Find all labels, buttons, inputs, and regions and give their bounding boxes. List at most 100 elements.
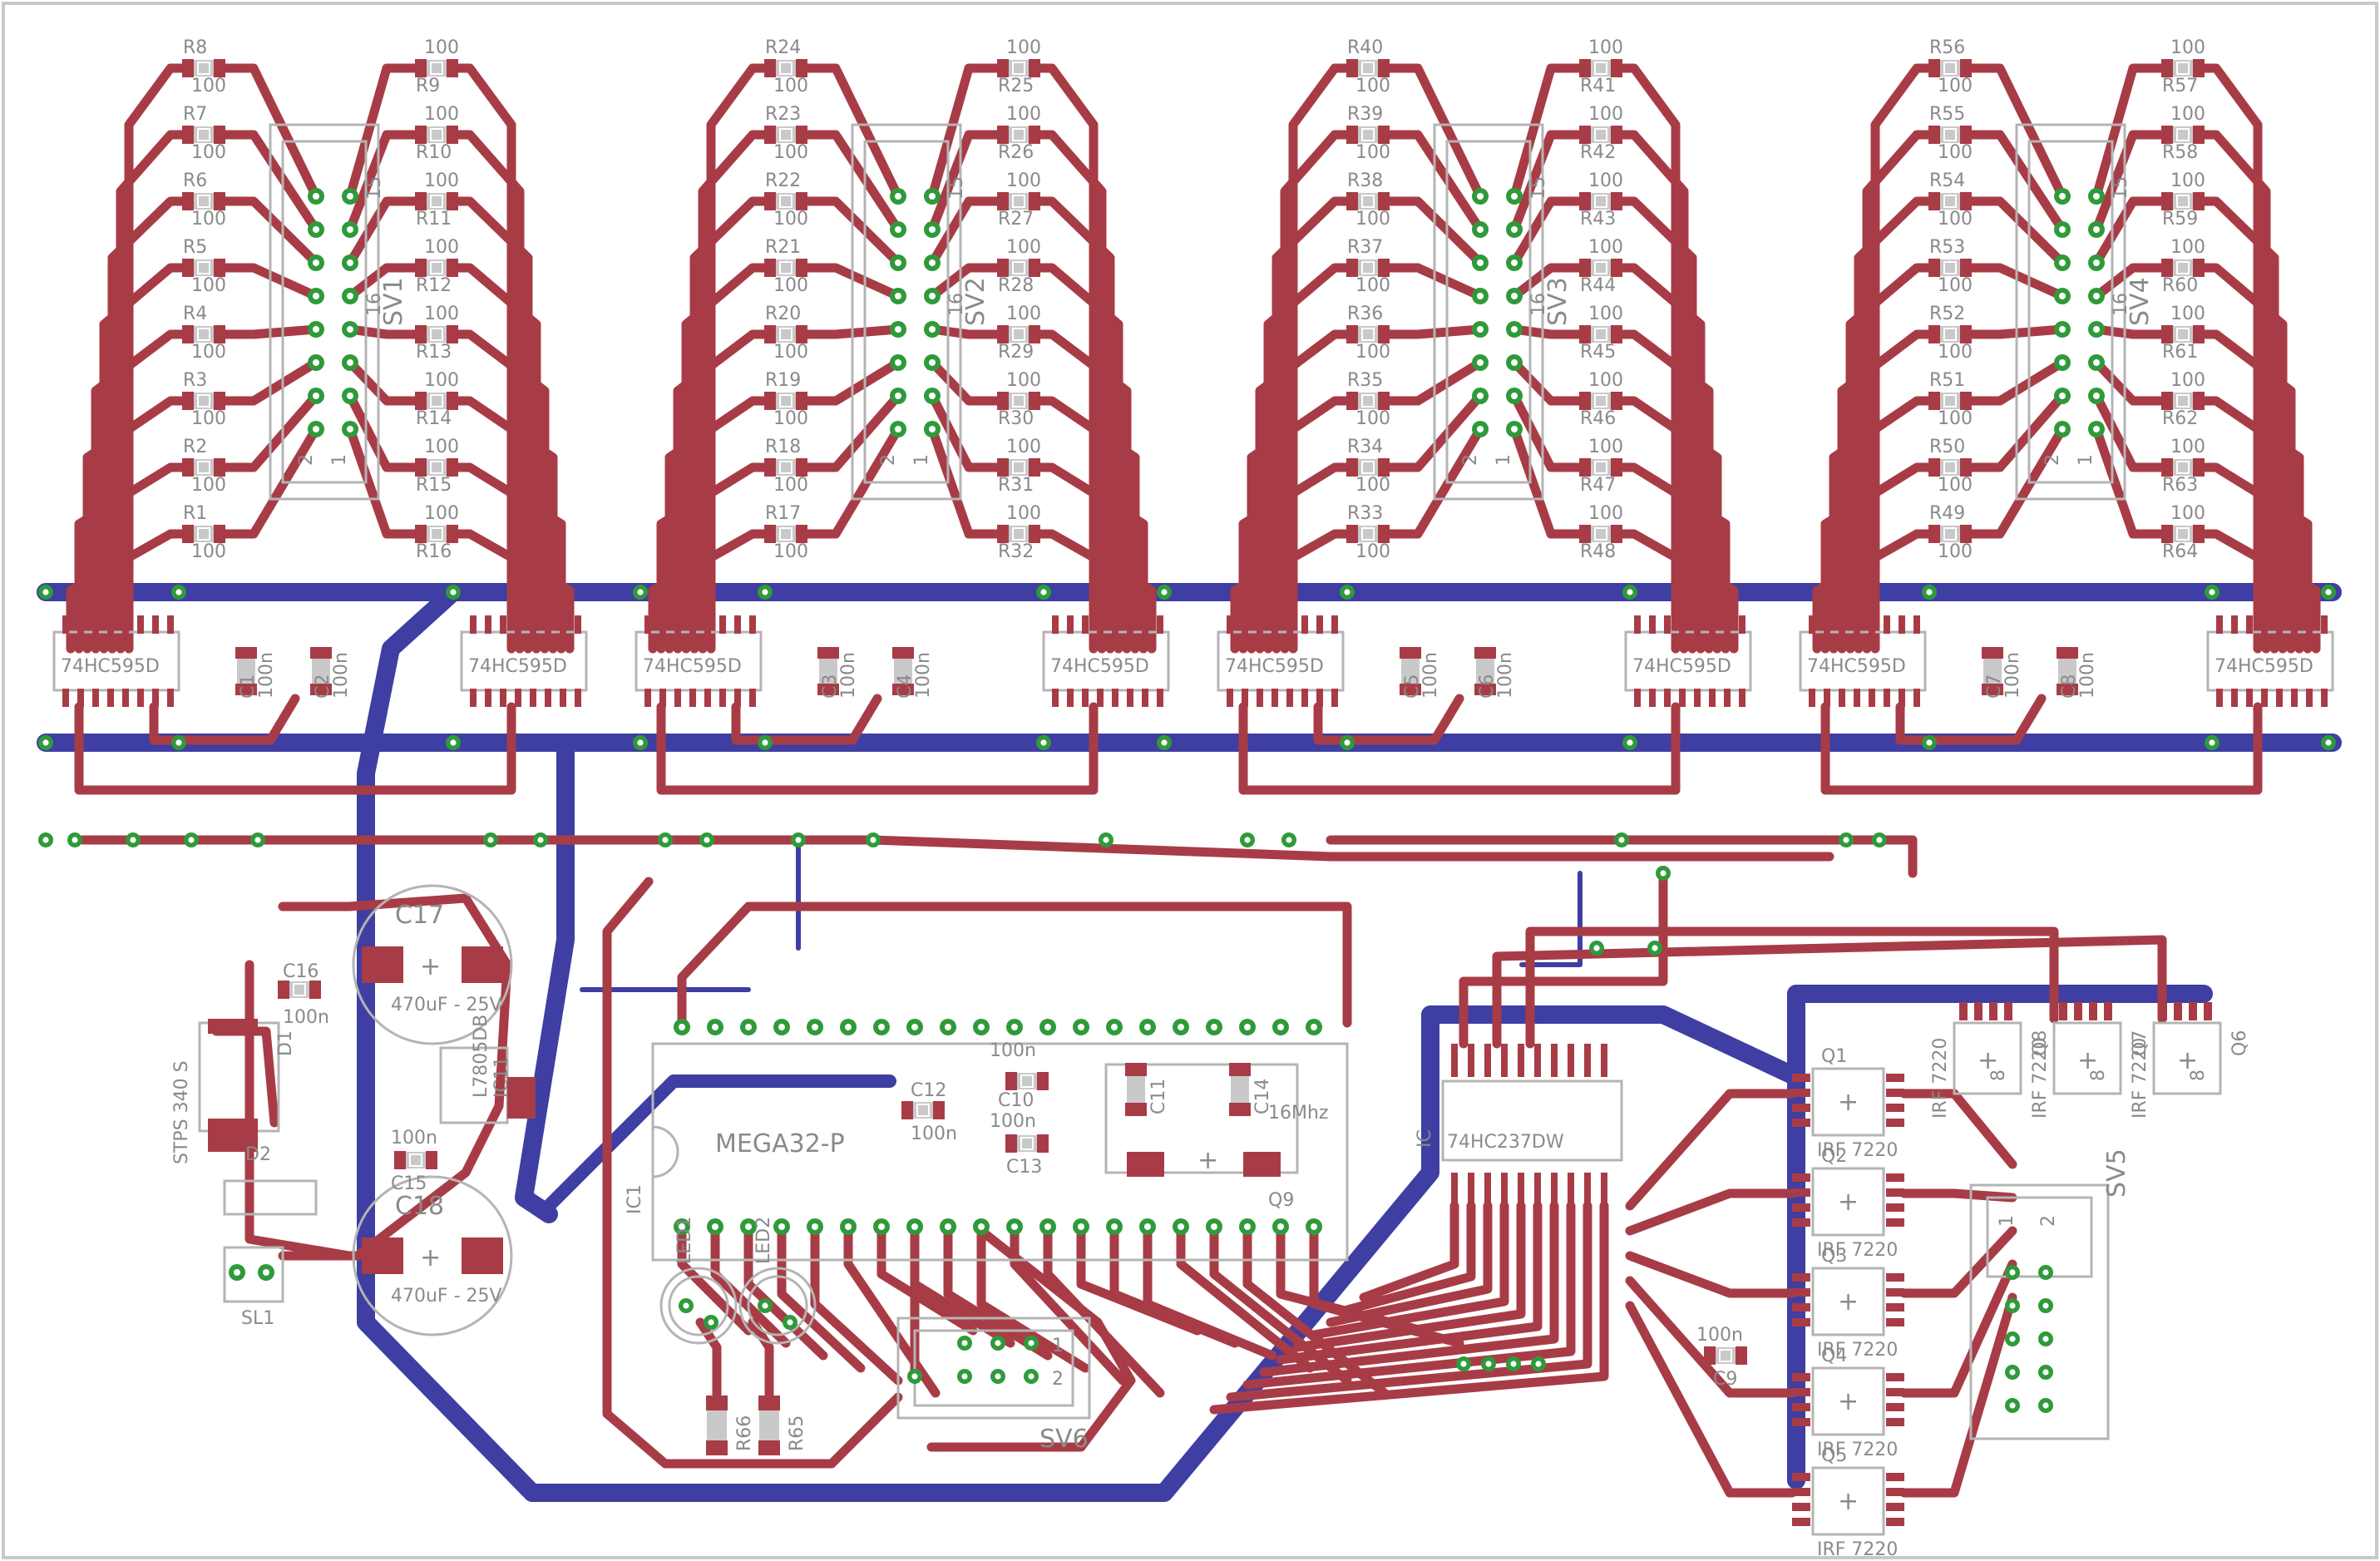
trace bbox=[706, 63, 774, 654]
pad-mark bbox=[430, 328, 443, 341]
resistor-value: 100 bbox=[191, 342, 226, 363]
via-drill bbox=[313, 226, 319, 233]
mosfet-pin bbox=[1959, 1002, 1968, 1020]
mcu-trace bbox=[1176, 1222, 1315, 1373]
ic-pin bbox=[1584, 1173, 1591, 1206]
pad bbox=[2193, 458, 2205, 477]
pad-mark bbox=[197, 62, 210, 75]
via-drill bbox=[679, 1024, 685, 1030]
trace bbox=[1380, 424, 1485, 539]
trace bbox=[1509, 196, 1589, 268]
ic-pin bbox=[1112, 615, 1118, 634]
ic-pin bbox=[560, 689, 566, 707]
decoder-trace bbox=[1309, 1201, 1509, 1340]
pad bbox=[415, 458, 427, 477]
mosfet-pin bbox=[1792, 1473, 1810, 1481]
ic-pin bbox=[1899, 615, 1905, 634]
ic-pin bbox=[1286, 615, 1293, 634]
via-drill bbox=[929, 293, 936, 299]
trace bbox=[797, 324, 903, 339]
pad bbox=[1928, 59, 1940, 77]
trace bbox=[1612, 396, 1722, 654]
polarity-mark: + bbox=[2177, 1046, 2198, 1075]
resistor-name: R61 bbox=[2162, 342, 2198, 363]
ic-pin bbox=[719, 689, 726, 707]
trace bbox=[345, 324, 425, 339]
pad bbox=[1579, 525, 1591, 543]
resistor-name: R21 bbox=[765, 237, 801, 258]
pin-number: 16 bbox=[1528, 293, 1549, 316]
trace bbox=[1845, 263, 1938, 654]
via-drill bbox=[2093, 226, 2100, 233]
capacitor-name: C15 bbox=[391, 1173, 427, 1194]
pad bbox=[1960, 392, 1972, 410]
resistor-name: R56 bbox=[1929, 37, 1965, 58]
resistor-value: 100 bbox=[1938, 76, 1973, 96]
polarity-mark: + bbox=[1838, 1387, 1859, 1416]
trace bbox=[1895, 694, 2047, 745]
trace bbox=[927, 391, 1007, 472]
pin-number: 2 bbox=[2042, 454, 2063, 466]
ic-pin bbox=[1112, 689, 1118, 707]
pad bbox=[1346, 59, 1358, 77]
resistor-value: 100 bbox=[1938, 342, 1973, 363]
mosfet-outline bbox=[2152, 1021, 2222, 1095]
capacitor-name: C3 bbox=[820, 674, 841, 699]
pad-mark bbox=[293, 983, 306, 996]
pad bbox=[2057, 684, 2078, 695]
ic-pin bbox=[1913, 689, 1920, 707]
via-drill bbox=[487, 837, 494, 843]
pad-mark bbox=[1361, 527, 1375, 541]
mosfet-pin bbox=[1886, 1403, 1904, 1411]
via-drill bbox=[1926, 739, 1933, 746]
mcu-trace bbox=[677, 1222, 753, 1336]
via-drill bbox=[2009, 1269, 2016, 1276]
via-drill bbox=[895, 259, 901, 266]
shift-register-outline bbox=[2206, 630, 2334, 692]
header-outline bbox=[1433, 123, 1544, 501]
pad bbox=[997, 259, 1009, 277]
resistor-name: R66 bbox=[734, 1415, 755, 1451]
resistor-value: 100 bbox=[1355, 275, 1390, 296]
resistor-value: 100 bbox=[773, 541, 808, 562]
ic-pin bbox=[1709, 615, 1716, 634]
pad bbox=[764, 458, 776, 477]
via-drill bbox=[1460, 1361, 1467, 1367]
ic-pin bbox=[500, 615, 506, 634]
pad bbox=[796, 525, 807, 543]
ic-pin bbox=[2231, 689, 2238, 707]
ic-pin bbox=[122, 689, 129, 707]
trace bbox=[664, 396, 774, 654]
mosfet-pin bbox=[2174, 1002, 2182, 1020]
pad-mark bbox=[779, 527, 793, 541]
pad-mark bbox=[409, 1153, 422, 1167]
via-drill bbox=[2042, 1336, 2049, 1342]
via-drill bbox=[895, 193, 901, 200]
pad bbox=[1346, 525, 1358, 543]
resistor-value: 100 bbox=[1938, 142, 1973, 163]
via-drill bbox=[895, 393, 901, 399]
ic-pin bbox=[1679, 689, 1686, 707]
via-drill bbox=[978, 1024, 985, 1030]
mcu-trace bbox=[677, 902, 1352, 1032]
via-drill bbox=[1011, 1223, 1018, 1230]
pin-number: 1 bbox=[1052, 1336, 1064, 1356]
pad bbox=[764, 259, 776, 277]
via-drill bbox=[637, 589, 644, 595]
via-drill bbox=[313, 193, 319, 200]
ic-pin bbox=[1884, 689, 1890, 707]
ic-pin bbox=[734, 615, 741, 634]
pad-mark bbox=[1594, 394, 1607, 408]
pad-mark bbox=[1594, 328, 1607, 341]
pad bbox=[796, 392, 807, 410]
mcu-trace bbox=[843, 1222, 941, 1398]
pad bbox=[1378, 259, 1390, 277]
via-drill bbox=[795, 837, 802, 843]
trace bbox=[1509, 358, 1589, 406]
decoder-trace bbox=[1342, 1201, 1476, 1315]
pad bbox=[2161, 59, 2173, 77]
mosfet-pin bbox=[1792, 1288, 1810, 1297]
pad bbox=[2161, 192, 2173, 210]
